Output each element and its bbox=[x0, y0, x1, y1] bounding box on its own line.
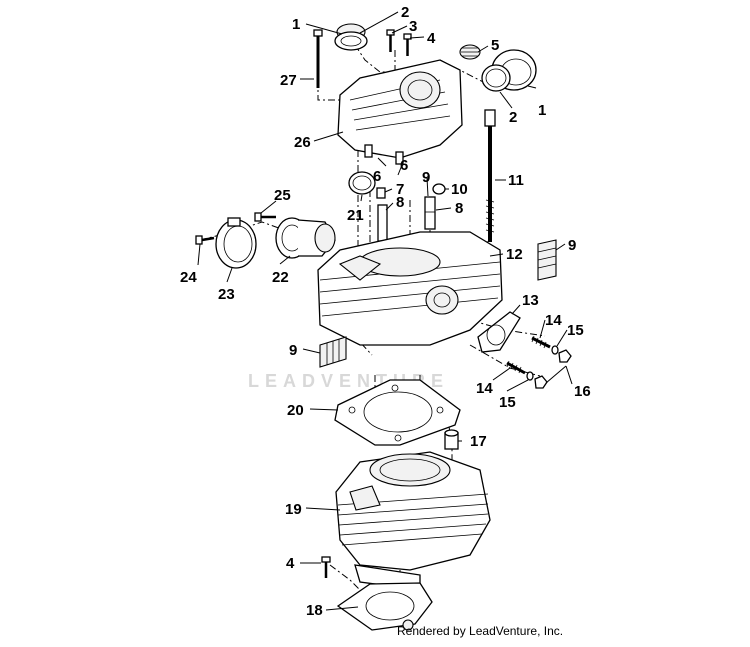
callout-26: 26 bbox=[294, 134, 311, 151]
callout-12: 12 bbox=[506, 246, 523, 263]
part-1-breather-cap bbox=[334, 23, 368, 51]
callout-14: 14 bbox=[476, 380, 493, 397]
callout-13: 13 bbox=[522, 292, 539, 309]
part-14-stud-upper bbox=[531, 335, 551, 349]
part-10-pin bbox=[432, 183, 446, 195]
callout-21: 21 bbox=[347, 207, 364, 224]
part-2-o-ring bbox=[481, 64, 511, 92]
callout-24: 24 bbox=[180, 269, 197, 286]
callout-16: 16 bbox=[574, 383, 591, 400]
part-23-clamp bbox=[215, 217, 257, 269]
part-18-base-gasket bbox=[336, 582, 433, 631]
part-15-washer-upper bbox=[551, 345, 559, 355]
callout-22: 22 bbox=[272, 269, 289, 286]
callout-9: 9 bbox=[289, 342, 297, 359]
callout-14: 14 bbox=[545, 312, 562, 329]
callout-6: 6 bbox=[400, 157, 408, 174]
callout-23: 23 bbox=[218, 286, 235, 303]
callout-labels: 1 2 3 4 5 1 2 27 26 6 6 7 9 10 11 8 8 21… bbox=[180, 4, 591, 619]
part-4-bolt-upper bbox=[403, 33, 412, 56]
callout-2: 2 bbox=[509, 109, 517, 126]
part-20-head-gasket bbox=[334, 379, 461, 446]
callout-20: 20 bbox=[287, 402, 304, 419]
part-11-stud bbox=[484, 109, 496, 242]
callout-18: 18 bbox=[306, 602, 323, 619]
callout-15: 15 bbox=[499, 394, 516, 411]
part-16-nut-lower bbox=[534, 375, 548, 389]
callout-1: 1 bbox=[292, 16, 300, 33]
callout-4: 4 bbox=[427, 30, 436, 47]
callout-11: 11 bbox=[508, 172, 524, 189]
callout-4: 4 bbox=[286, 555, 295, 572]
part-25-bolt bbox=[254, 212, 276, 222]
callout-9: 9 bbox=[568, 237, 576, 254]
callout-25: 25 bbox=[274, 187, 291, 204]
part-4-bolt-lower bbox=[321, 556, 331, 578]
callout-27: 27 bbox=[280, 72, 297, 89]
part-7-pin bbox=[376, 187, 386, 199]
part-9-guide-left bbox=[319, 336, 347, 368]
callout-10: 10 bbox=[451, 181, 468, 198]
part-17-dowel bbox=[444, 429, 459, 450]
callout-2: 2 bbox=[401, 4, 409, 21]
callout-1: 1 bbox=[538, 102, 546, 119]
part-19-cylinder bbox=[335, 451, 491, 591]
part-24-bolt bbox=[195, 235, 215, 245]
part-15-washer-lower bbox=[526, 371, 534, 381]
part-16-nut-upper bbox=[558, 349, 572, 363]
callout-6: 6 bbox=[373, 168, 381, 185]
callout-3: 3 bbox=[409, 18, 417, 35]
credit-text: Rendered by LeadVenture, Inc. bbox=[397, 624, 564, 638]
callout-8: 8 bbox=[396, 194, 404, 211]
callout-15: 15 bbox=[567, 322, 584, 339]
part-8-sleeve-left bbox=[377, 204, 388, 242]
callout-17: 17 bbox=[470, 433, 487, 450]
part-9-guide-upper bbox=[537, 239, 557, 281]
part-27-head-bolt bbox=[313, 29, 323, 88]
leader-lines bbox=[197, 11, 573, 611]
part-26-rocker-cover bbox=[337, 59, 463, 165]
callout-5: 5 bbox=[491, 37, 499, 54]
callout-7: 7 bbox=[396, 181, 404, 198]
part-21-plug bbox=[348, 171, 376, 195]
part-3-bolt bbox=[386, 29, 395, 52]
part-8-sleeve-right bbox=[424, 196, 436, 230]
callout-9: 9 bbox=[422, 169, 430, 186]
callout-19: 19 bbox=[285, 501, 302, 518]
part-22-intake-manifold bbox=[275, 217, 336, 259]
part-13-gasket bbox=[477, 311, 521, 353]
part-5-tappet-cap bbox=[459, 44, 481, 60]
callout-8: 8 bbox=[455, 200, 463, 217]
part-12-cylinder-head bbox=[317, 231, 503, 346]
part-14-stud-lower bbox=[506, 360, 526, 375]
